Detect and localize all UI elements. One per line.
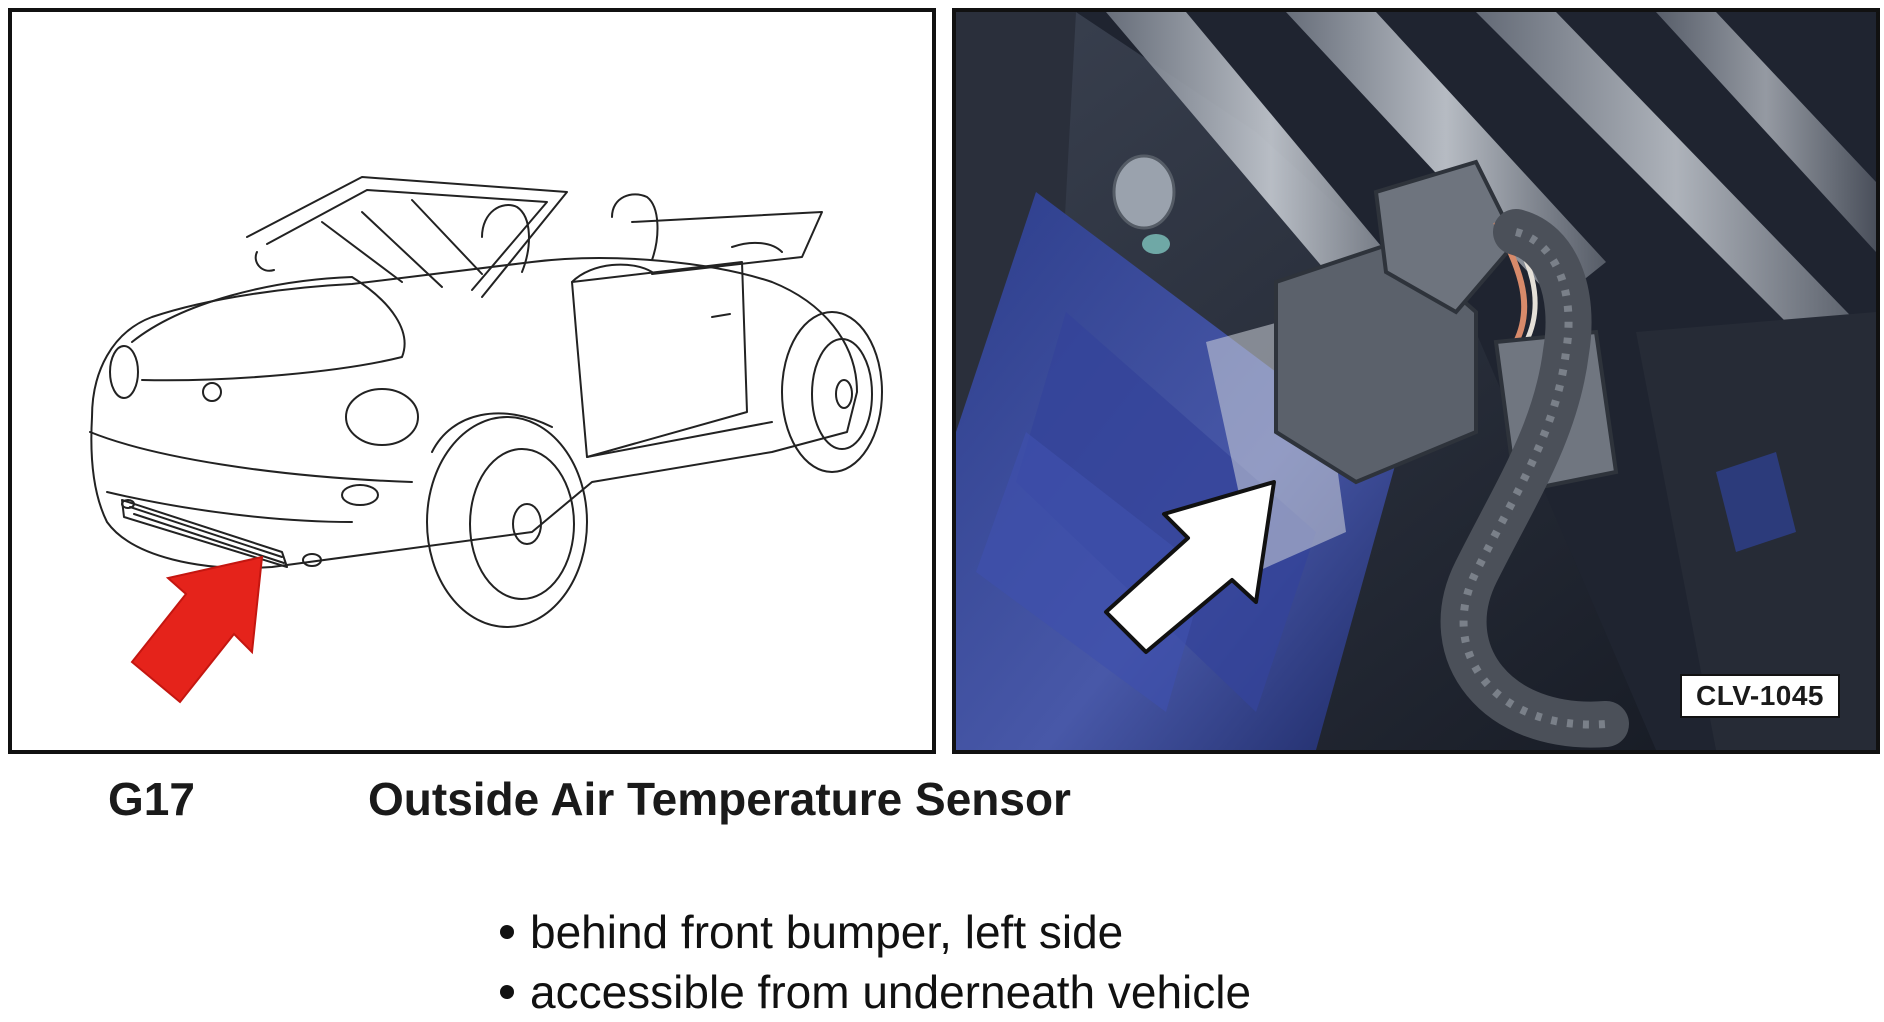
list-item: behind front bumper, left side [500, 902, 1251, 962]
vehicle-line-drawing [8, 8, 936, 754]
component-title: Outside Air Temperature Sensor [368, 773, 1071, 825]
sensor-photo-svg [956, 12, 1876, 750]
location-note-text: accessible from underneath vehicle [530, 966, 1252, 1018]
vehicle-drawing-svg [89, 176, 883, 704]
white-arrow-icon [1104, 480, 1276, 654]
component-code: G17 [108, 773, 195, 825]
red-arrow-icon [130, 555, 264, 704]
sensor-location-photo: CLV-1045 [952, 8, 1880, 754]
location-notes-list: behind front bumper, left side accessibl… [500, 902, 1251, 1022]
photo-reference-label: CLV-1045 [1680, 674, 1840, 718]
bullet-icon [500, 925, 514, 939]
list-item: accessible from underneath vehicle [500, 962, 1251, 1022]
location-note-text: behind front bumper, left side [530, 906, 1124, 958]
bullet-icon [500, 985, 514, 999]
